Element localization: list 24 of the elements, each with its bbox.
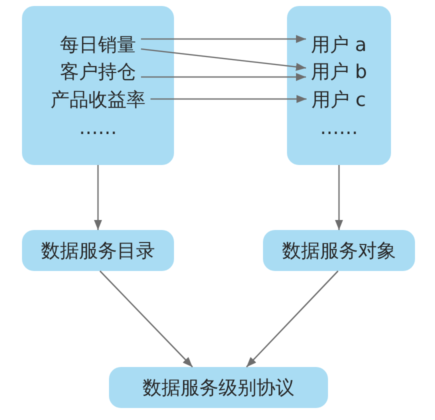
box-label: 数据服务目录 (41, 240, 155, 262)
box-label: 数据服务对象 (282, 240, 396, 262)
arrow (141, 35, 306, 43)
arrow (100, 270, 193, 368)
item-label: 产品收益率 (50, 89, 146, 111)
arrow (140, 48, 306, 71)
ellipsis-text: …… (319, 117, 359, 139)
group-panel (22, 6, 174, 165)
group-panel (287, 6, 391, 165)
arrow (141, 73, 306, 81)
item-label: 每日销量 (60, 34, 136, 56)
item-label: 用户 b (311, 61, 368, 83)
arrow (246, 270, 338, 368)
item-label: 客户持仓 (60, 61, 136, 83)
item-label: 用户 a (311, 34, 367, 56)
arrow (94, 165, 102, 230)
process-box (22, 230, 174, 271)
item-label: 用户 c (312, 89, 366, 111)
ellipsis-text: …… (78, 117, 118, 139)
arrow (335, 165, 343, 230)
box-label: 数据服务级别协议 (142, 376, 294, 398)
process-box (109, 367, 328, 408)
arrow (150, 95, 306, 103)
process-box (263, 230, 415, 271)
